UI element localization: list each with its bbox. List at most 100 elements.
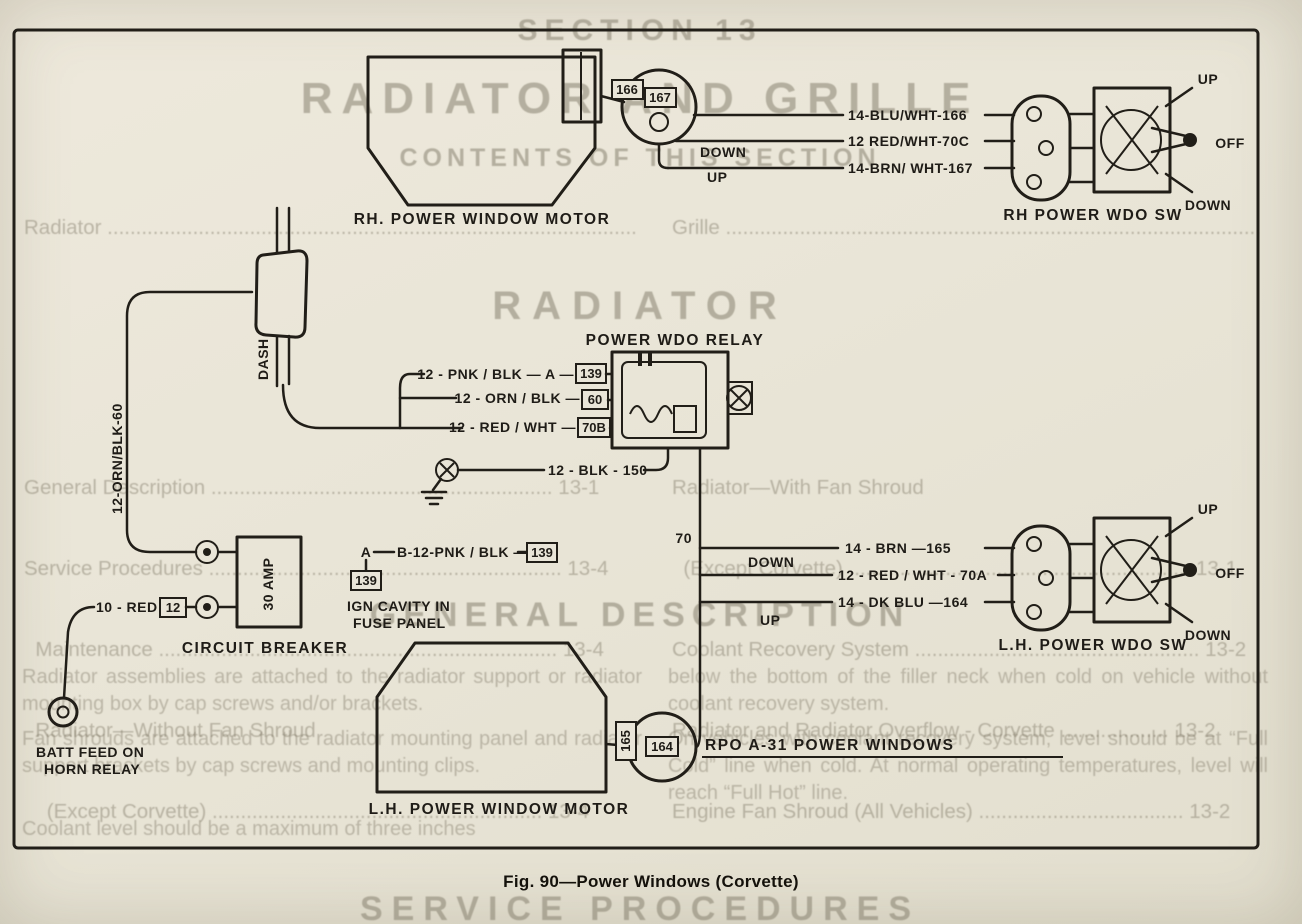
splice-a-label: A xyxy=(361,544,372,560)
breaker-terminal-pin xyxy=(203,548,211,556)
rh-wire-1-label: 14-BLU/WHT-166 xyxy=(848,107,967,123)
rh-wire-2-label: 12 RED/WHT-70C xyxy=(848,133,969,149)
breaker-rating: 30 AMP xyxy=(260,557,276,610)
lh-cavity-165: 165 xyxy=(618,730,633,752)
ground-wire-line xyxy=(456,446,670,472)
lh-power-wdo-switch: UP OFF DOWN L.H. POWER WDO SW xyxy=(998,501,1244,654)
lh-switch-label: L.H. POWER WDO SW xyxy=(998,637,1187,654)
relay-cavity-60: 60 xyxy=(588,392,602,407)
rh-switch-terminal xyxy=(1038,140,1054,156)
lh-down-label: DOWN xyxy=(748,554,794,570)
rpo-note-text: RPO A-31 POWER WINDOWS xyxy=(705,737,954,754)
rh-switch-up-label: UP xyxy=(1198,71,1218,87)
rh-cavity-box-167 xyxy=(644,87,677,108)
breaker-terminal-ring xyxy=(195,540,219,564)
lh-switch-wires: 14 - BRN —165 12 - RED / WHT - 70A 14 - … xyxy=(698,540,1016,628)
rh-down-label: DOWN xyxy=(700,144,746,160)
lh-cavity-164: 164 xyxy=(651,739,673,754)
rh-switch-terminal xyxy=(1026,174,1042,190)
ign-note-line1: IGN CAVITY IN xyxy=(347,598,450,614)
rh-motor-connector: 166 167 DOWN UP xyxy=(611,68,746,185)
feed-70-label: 70 xyxy=(675,530,692,546)
breaker-terminal-pin xyxy=(203,603,211,611)
relay-wire-3-label: 12 - RED / WHT — xyxy=(449,419,576,435)
rh-up-label: UP xyxy=(707,169,727,185)
rh-switch-label: RH POWER WDO SW xyxy=(1003,207,1182,224)
lh-wire-1-label: 14 - BRN —165 xyxy=(845,540,951,556)
lh-switch-lever xyxy=(1150,556,1188,584)
rh-switch-rotor xyxy=(1100,109,1162,171)
dash-lines xyxy=(275,206,291,388)
lh-switch-off-label: OFF xyxy=(1215,565,1245,581)
rpo-note: RPO A-31 POWER WINDOWS xyxy=(702,737,1063,758)
batt-ring-terminal-hole xyxy=(56,705,70,719)
lh-motor-label: L.H. POWER WINDOW MOTOR xyxy=(369,801,630,818)
batt-note-line1: BATT FEED ON xyxy=(36,744,144,760)
relay-screw-cross xyxy=(730,389,748,407)
rh-switch-knob xyxy=(1183,133,1197,147)
dash-label: DASH xyxy=(255,338,271,380)
ign-fuse-callout: A 139 B-12-PNK / BLK — 139 IGN CAVITY IN… xyxy=(347,542,558,631)
dash-connector-blob xyxy=(254,249,309,339)
ground-wire: 12 - BLK - 150 xyxy=(420,446,670,506)
feed-70-wire: 70 xyxy=(675,446,702,749)
rh-motor-label: RH. POWER WINDOW MOTOR xyxy=(354,211,611,228)
rh-power-wdo-switch: UP OFF DOWN RH POWER WDO SW xyxy=(1003,71,1244,224)
rh-power-window-motor: RH. POWER WINDOW MOTOR xyxy=(354,48,626,228)
lh-switch-mechanism xyxy=(1105,535,1159,605)
lh-switch-up-label: UP xyxy=(1198,501,1218,517)
diagram-frame-border xyxy=(12,28,1260,850)
lh-cavity-box-164 xyxy=(645,736,679,757)
rh-motor-connector-boot xyxy=(561,48,603,124)
rh-connector-stem xyxy=(657,142,670,170)
relay-cavity-139: 139 xyxy=(580,366,602,381)
ground-stem xyxy=(431,477,443,492)
lh-switch-terminal xyxy=(1026,604,1042,620)
rh-cavity-box-166 xyxy=(611,79,644,100)
rh-wire-3-label: 14-BRN/ WHT-167 xyxy=(848,160,973,176)
dash-to-relay-wire xyxy=(281,383,464,430)
breaker-body xyxy=(235,535,303,629)
rh-switch-off-label: OFF xyxy=(1215,135,1245,151)
feed-70-line xyxy=(694,446,702,749)
lh-switch-terminal xyxy=(1038,570,1054,586)
batt-wire-label: 10 - RED - xyxy=(96,599,167,615)
lh-wire-3-label: 14 - DK BLU —164 xyxy=(838,594,968,610)
breaker-label: CIRCUIT BREAKER xyxy=(182,640,348,657)
ign-note-line2: FUSE PANEL xyxy=(353,615,446,631)
circuit-breaker: 30 AMP CIRCUIT BREAKER xyxy=(182,535,348,657)
rh-connector-detail xyxy=(649,112,669,132)
ign-wire-label: B-12-PNK / BLK — xyxy=(397,544,528,560)
lh-motor-outline xyxy=(375,641,608,794)
rh-switch-body xyxy=(1092,86,1172,194)
orn-wire-run xyxy=(125,290,254,554)
relay-wire-1-label: 12 - PNK / BLK — A — xyxy=(417,366,574,382)
ign-cavity-box xyxy=(350,570,382,591)
relay-wire-2-label: 12 - ORN / BLK — xyxy=(455,390,580,406)
rh-switch-terminal xyxy=(1026,106,1042,122)
ign-cavity-below: 139 xyxy=(355,573,377,588)
batt-feed-wire: 10 - RED - 12 BATT FEED ON HORN RELAY xyxy=(36,597,198,777)
relay-cavity-70B: 70B xyxy=(582,420,606,435)
lh-power-window-motor: 165 164 L.H. POWER WINDOW MOTOR xyxy=(369,641,698,818)
figure-caption: Fig. 90—Power Windows (Corvette) xyxy=(503,872,799,891)
lh-switch-knob xyxy=(1183,563,1197,577)
dash-harness: DASH xyxy=(254,206,464,430)
rh-switch-lever xyxy=(1150,126,1188,154)
lh-switch-rotor xyxy=(1100,539,1162,601)
lh-cavity-box-165 xyxy=(615,721,637,761)
orn-blk-60-wire: 12-ORN/BLK-60 xyxy=(109,290,254,554)
ign-cavity-box-2 xyxy=(526,542,558,563)
orn-wire-label: 12-ORN/BLK-60 xyxy=(109,403,125,514)
relay-label: POWER WDO RELAY xyxy=(586,332,765,349)
lh-switch-body xyxy=(1092,516,1172,624)
batt-cavity: 12 xyxy=(166,600,180,615)
batt-note-line2: HORN RELAY xyxy=(44,761,140,777)
batt-wire-line xyxy=(62,605,96,700)
lh-up-label: UP xyxy=(760,612,780,628)
rh-cavity-167: 167 xyxy=(649,90,671,105)
rh-cavity-166: 166 xyxy=(616,82,638,97)
rh-motor-outline xyxy=(366,55,597,207)
